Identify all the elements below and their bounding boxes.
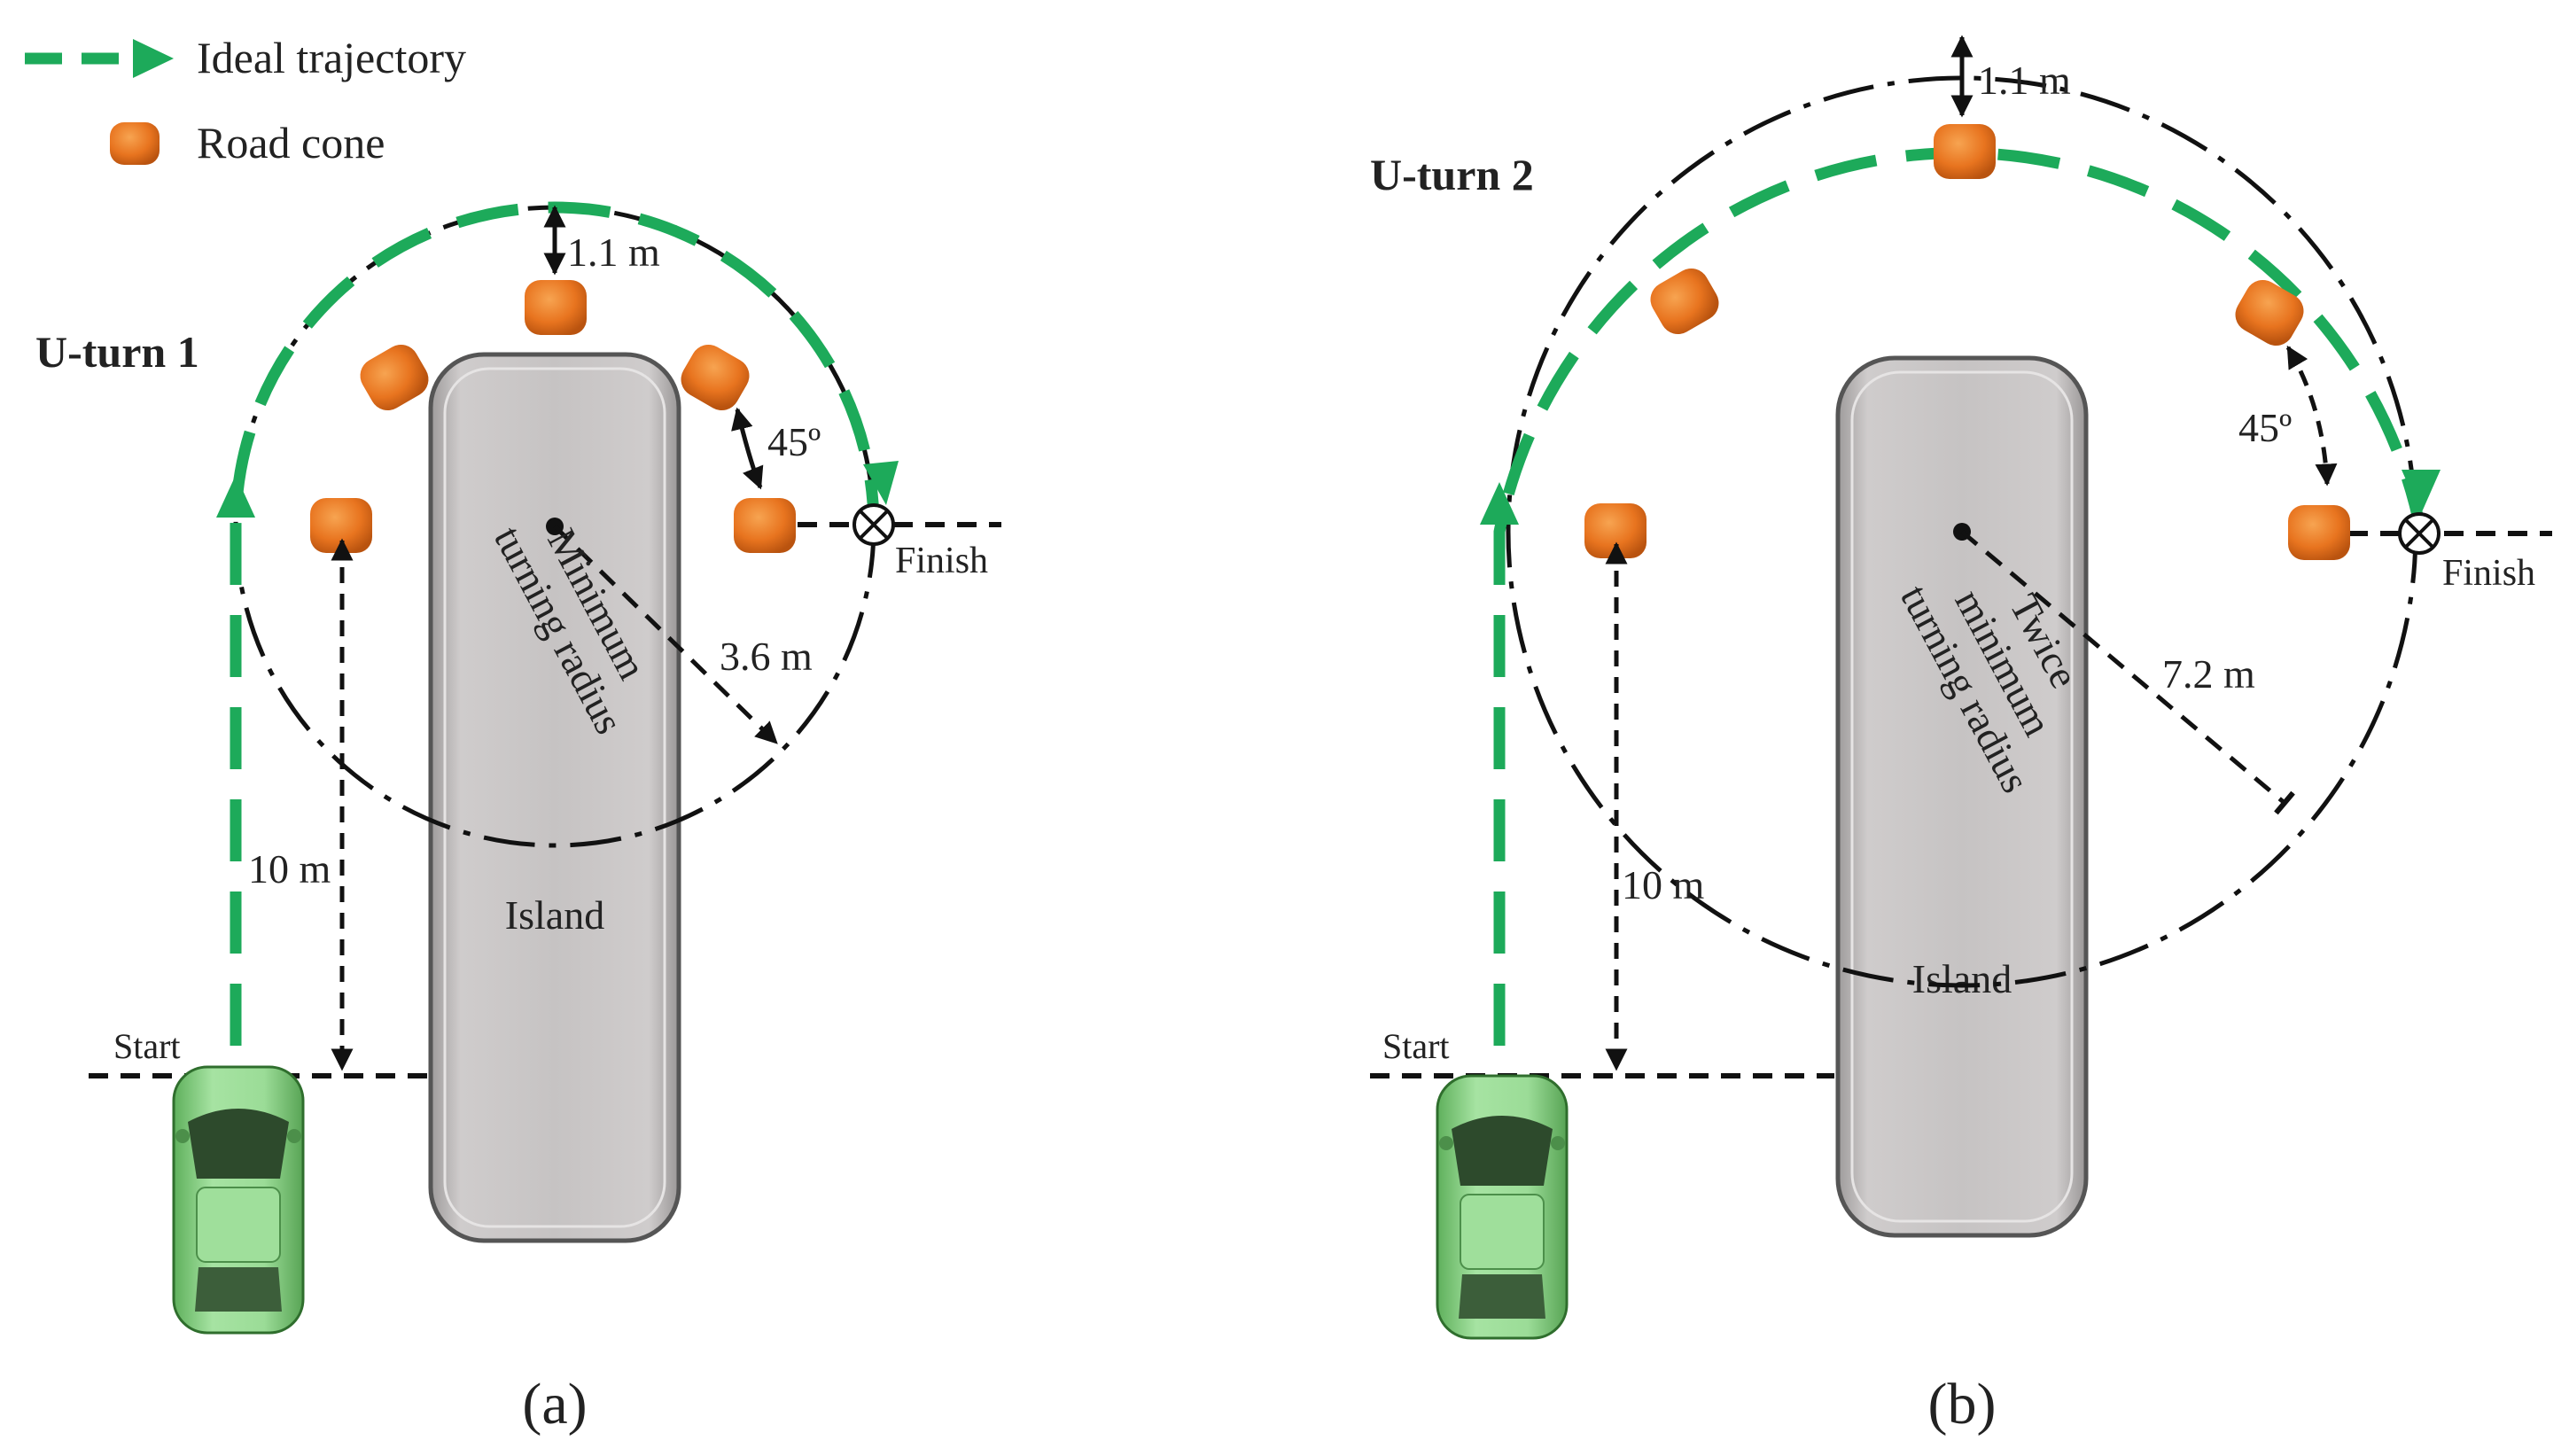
legend: Ideal trajectory Road cone [25, 33, 466, 167]
legend-trajectory-swatch [25, 39, 174, 78]
road-cone [360, 344, 429, 411]
finish-label-a: Finish [895, 541, 988, 581]
road-cones-b [1584, 124, 2350, 560]
caption-b: (b) [1928, 1372, 1997, 1437]
start-label-a: Start [113, 1026, 181, 1066]
panel-b: Island Start Finish 1.1 m [1370, 35, 2552, 1437]
angle-label-b: 45º [2238, 405, 2292, 450]
finish-label-b: Finish [2442, 553, 2535, 594]
start-label-b: Start [1382, 1026, 1450, 1066]
legend-trajectory-label: Ideal trajectory [197, 33, 466, 82]
road-cone [2288, 505, 2350, 560]
angle-arrow-a [731, 407, 764, 490]
road-cone [310, 498, 372, 553]
legend-cone-swatch [110, 122, 160, 165]
title-b: U-turn 2 [1370, 150, 1534, 199]
radius-label-a: 3.6 m [720, 634, 813, 679]
car-b [1436, 1074, 1569, 1340]
road-cone [681, 344, 750, 411]
road-cone [525, 280, 587, 335]
radius-label-b: 7.2 m [2162, 651, 2255, 697]
radius-arrow-b [1960, 530, 2295, 815]
title-a: U-turn 1 [35, 327, 199, 377]
car-a [172, 1065, 305, 1335]
angle-label-a: 45º [767, 419, 821, 464]
road-cone [1650, 268, 1719, 335]
panel-a: Island Start Finish 1.1 m [35, 201, 1001, 1437]
radius-arrow-a [553, 525, 778, 744]
gap-label-a: 1.1 m [567, 230, 660, 275]
distance-label-a: 10 m [248, 846, 331, 892]
legend-cone-label: Road cone [197, 118, 385, 167]
road-cone [2235, 279, 2304, 346]
island-b-label: Island [1912, 956, 2012, 1001]
angle-arrow-b [2285, 345, 2338, 487]
island-a-label: Island [505, 892, 604, 938]
island-b [1835, 355, 2089, 1238]
island-a [428, 352, 681, 1243]
caption-a: (a) [522, 1372, 587, 1437]
distance-label-b: 10 m [1622, 862, 1705, 907]
road-cones-a [310, 280, 796, 553]
trajectory-a [216, 201, 899, 1046]
road-cone [734, 498, 796, 553]
finish-marker-a [852, 503, 895, 546]
road-cone [1584, 503, 1646, 558]
gap-label-b: 1.1 m [1978, 58, 2071, 103]
road-cone [1934, 124, 1996, 179]
finish-marker-b [2398, 512, 2441, 555]
